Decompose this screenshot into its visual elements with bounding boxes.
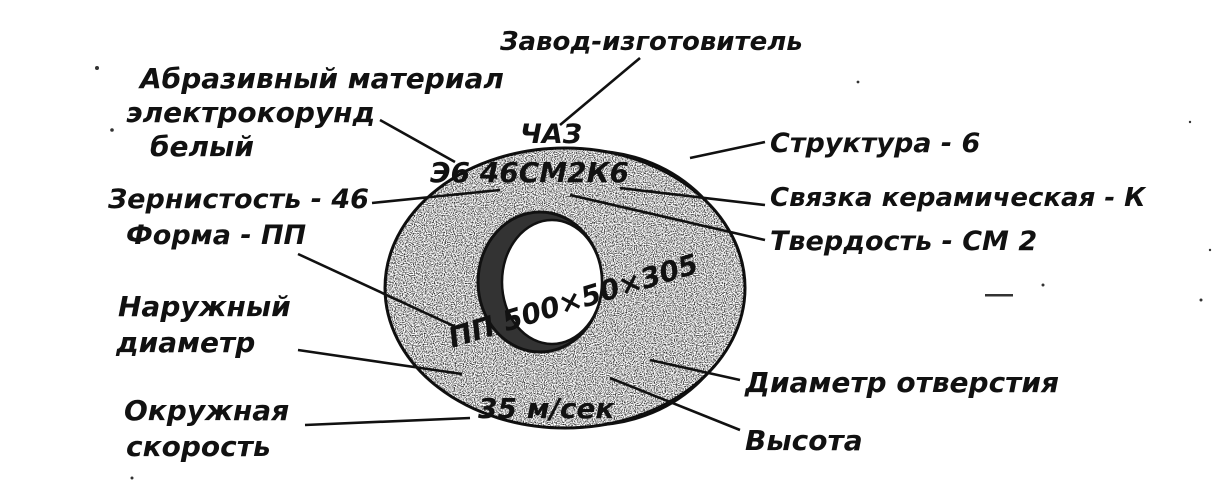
label-outer-diameter-2: диаметр bbox=[115, 326, 255, 359]
label-shape: Форма - ПП bbox=[126, 220, 307, 251]
label-hardness: Твердость - СМ 2 bbox=[770, 226, 1037, 257]
label-abrasive-1: Абразивный материал bbox=[138, 62, 504, 95]
label-manufacturer: Завод-изготовитель bbox=[499, 27, 803, 57]
wheel-spec-line: Э6 46СМ2К6 bbox=[430, 156, 629, 189]
leader-peripheral-speed bbox=[304, 416, 471, 427]
leader-hardness bbox=[569, 193, 766, 242]
leader-lines bbox=[297, 57, 766, 432]
grinding-wheel: ЧАЗ Э6 46СМ2К6 ПП 500×50×305 35 м/сек bbox=[383, 119, 747, 430]
wheel-bore bbox=[500, 218, 604, 346]
label-peripheral-speed-2: скорость bbox=[126, 430, 271, 463]
label-height: Высота bbox=[745, 424, 863, 457]
leader-outer-diameter bbox=[297, 348, 463, 376]
leader-shape bbox=[297, 252, 459, 330]
leader-bond bbox=[619, 186, 766, 207]
wheel-speed-line: 35 м/сек bbox=[478, 392, 615, 425]
label-bond: Связка керамическая - К bbox=[770, 183, 1147, 213]
label-bore-diameter: Диаметр отверстия bbox=[744, 366, 1059, 399]
leader-grit bbox=[371, 188, 501, 205]
wheel-maker-code: ЧАЗ bbox=[520, 119, 582, 150]
label-abrasive-2: электрокорунд bbox=[126, 96, 375, 129]
leader-abrasive bbox=[379, 118, 456, 164]
label-abrasive-3: белый bbox=[150, 130, 254, 163]
leader-bore-diameter bbox=[649, 358, 741, 382]
label-structure: Структура - 6 bbox=[770, 128, 980, 159]
leader-structure bbox=[689, 140, 766, 160]
leader-height bbox=[609, 376, 741, 432]
label-peripheral-speed-1: Окружная bbox=[124, 394, 289, 427]
leader-manufacturer bbox=[559, 57, 641, 126]
label-outer-diameter-1: Наружный bbox=[118, 290, 291, 323]
scan-specks bbox=[95, 66, 1212, 480]
label-grit: Зернистость - 46 bbox=[107, 184, 369, 215]
